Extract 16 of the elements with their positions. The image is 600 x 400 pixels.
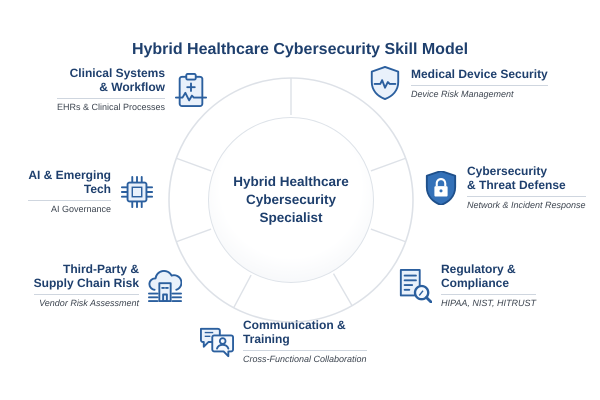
skill-title: AI & Emerging Tech	[28, 168, 111, 196]
hub-title: Hybrid Healthcare Cybersecurity Specialist	[232, 173, 350, 227]
skill-title: Medical Device Security	[411, 66, 548, 80]
skill-title: Third-Party & Supply Chain Risk	[34, 262, 139, 290]
skill-subtitle: AI Governance	[50, 204, 111, 215]
skill-title: Communication & Training	[243, 318, 346, 346]
skill-subtitle: Vendor Risk Assessment	[39, 298, 139, 309]
skill-title: Regulatory & Compliance	[441, 262, 516, 290]
skill-subtitle: EHRs & Clinical Processes	[56, 102, 165, 113]
skill-subtitle: Cross-Functional Collaboration	[243, 354, 367, 365]
skill-subtitle: Device Risk Management	[411, 88, 514, 100]
skill-subtitle: Network & Incident Response	[467, 200, 586, 211]
skill-subtitle: HIPAA, NIST, HITRUST	[441, 298, 536, 309]
diagram-title: Hybrid Healthcare Cybersecurity Skill Model	[132, 40, 468, 60]
skill-title: Clinical Systems & Workflow	[70, 66, 165, 94]
skill-title: Cybersecurity & Threat Defense	[467, 164, 566, 192]
